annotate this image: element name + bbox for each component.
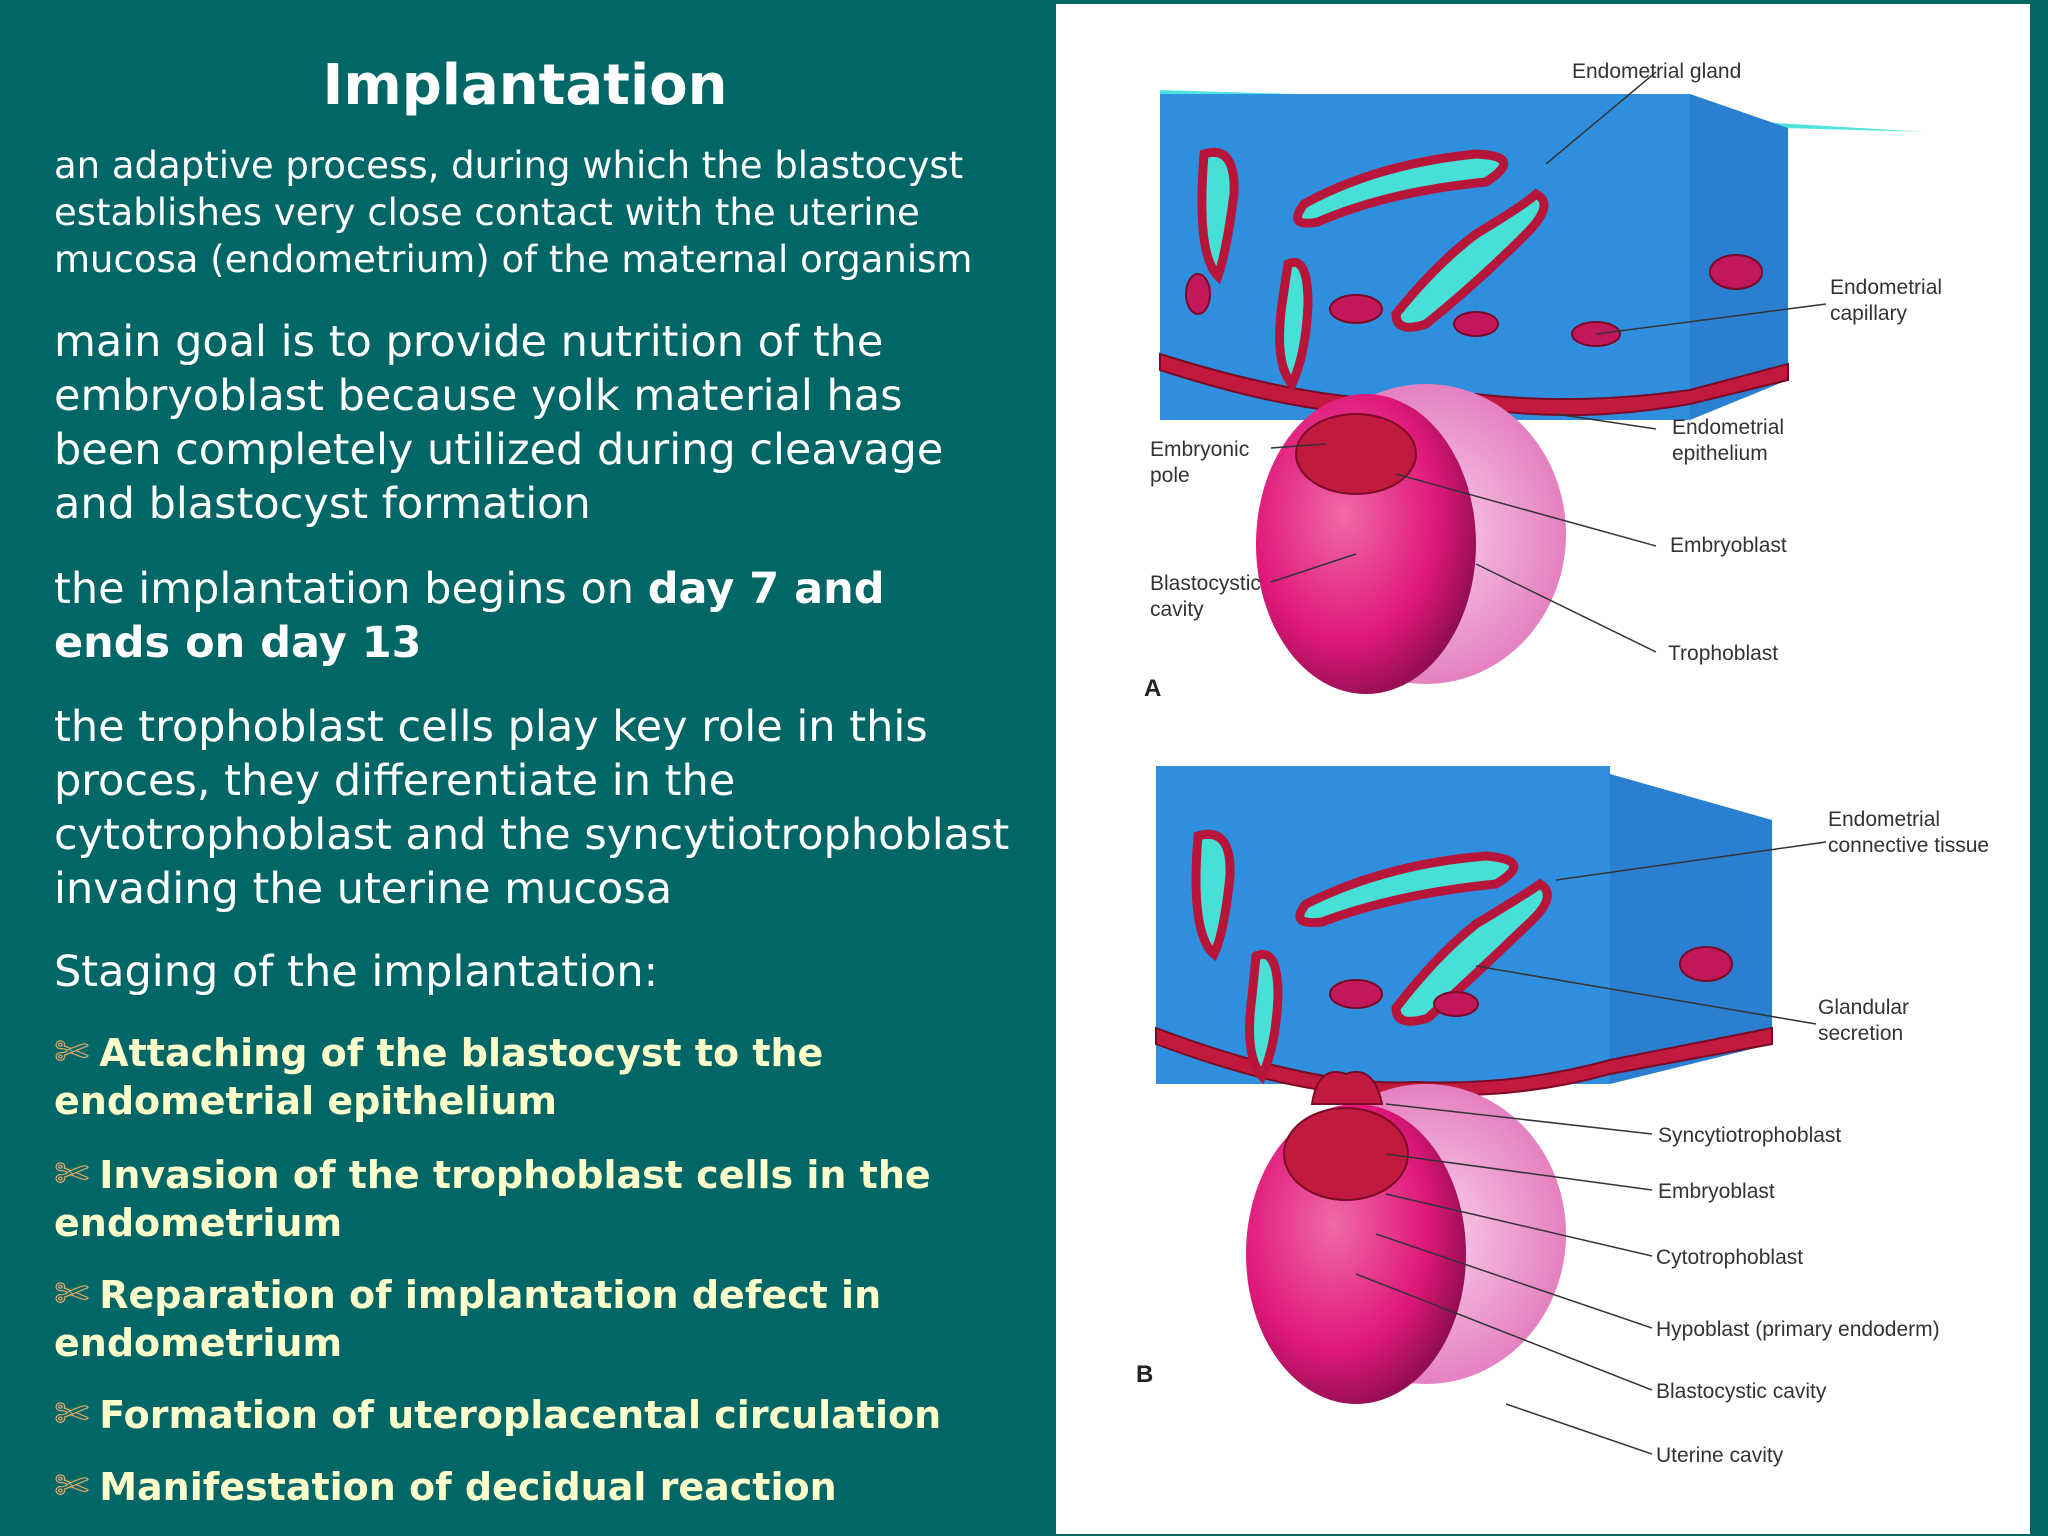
scissors-icon: ✄ [54, 1389, 90, 1438]
staging-bullet-4: ✄Formation of uteroplacental circulation [54, 1390, 1014, 1439]
label-endometrial-gland: Endometrial gland [1572, 60, 1741, 83]
endometrial-gland [1391, 188, 1549, 332]
panel-a: Endometrial gland Endometrial capillary … [1144, 60, 1942, 702]
leader-line [1505, 1403, 1653, 1455]
bullet-text: Attaching of the blastocyst to the endom… [54, 1031, 824, 1123]
staging-bullet-3: ✄Reparation of implantation defect in en… [54, 1270, 1014, 1367]
goal-paragraph: main goal is to provide nutrition of the… [54, 317, 944, 529]
endometrial-capillary [1679, 946, 1733, 982]
endometrial-capillary [1453, 311, 1499, 337]
scissors-icon: ✄ [54, 1149, 90, 1198]
bullet-text: Reparation of implantation defect in end… [54, 1273, 882, 1365]
implantation-diagram: Endometrial gland Endometrial capillary … [1136, 60, 1989, 1467]
definition-paragraph: an adaptive process, during which the bl… [54, 144, 973, 281]
label-endometrial-epithelium: Endometrial [1672, 416, 1784, 439]
leader-line [1385, 1193, 1653, 1257]
leader-line [1555, 413, 1657, 430]
leader-line [1270, 443, 1327, 449]
label-blastocystic-cavity: Blastocystic cavity [1656, 1380, 1827, 1403]
trophoblast-paragraph: the trophoblast cells play key role in t… [54, 702, 1010, 914]
endometrial-capillary [1709, 254, 1763, 290]
endometrial-gland [1295, 851, 1519, 928]
label-blastocystic-cavity: cavity [1150, 598, 1204, 621]
label-connective-tissue: Endometrial [1828, 808, 1940, 831]
bullet-text: Formation of uteroplacental circulation [99, 1393, 942, 1437]
panel-b-letter: B [1136, 1361, 1153, 1388]
endometrial-gland [1191, 830, 1235, 962]
panel-a-letter: A [1144, 675, 1161, 702]
label-endometrial-capillary: Endometrial [1830, 276, 1942, 299]
implantation-illustration: Endometrial gland Endometrial capillary … [1056, 4, 2030, 1534]
text-column: Implantation an adaptive process, during… [54, 53, 1014, 1511]
slide-title: Implantation [322, 53, 728, 118]
endometrial-capillary [1433, 991, 1479, 1017]
tissue-front-face [1156, 766, 1610, 1084]
label-embryoblast: Embryoblast [1670, 534, 1787, 557]
endometrial-gland [1245, 950, 1283, 1085]
leader-line [1385, 1103, 1653, 1135]
label-embryoblast: Embryoblast [1658, 1180, 1775, 1203]
leader-line [1270, 553, 1357, 583]
endometrial-capillary [1329, 294, 1383, 324]
label-glandular-secretion: Glandular [1818, 996, 1909, 1019]
leader-line [1395, 473, 1657, 547]
staging-heading: Staging of the implantation: [54, 947, 659, 997]
tissue-front-face [1160, 94, 1690, 420]
timing-paragraph: the implantation begins on day 7 and end… [54, 562, 1014, 670]
endometrial-capillary [1185, 273, 1211, 315]
leader-line [1555, 841, 1827, 881]
label-endometrial-capillary: capillary [1830, 302, 1908, 325]
timing-days: day 7 and ends on day 13 [54, 564, 885, 668]
panel-b: Endometrial connective tissue Glandular … [1136, 766, 1989, 1467]
endometrial-gland [1391, 878, 1552, 1026]
tissue-side-face [1610, 774, 1772, 1084]
leader-line [1375, 1233, 1653, 1329]
scissors-icon: ✄ [54, 1461, 90, 1510]
leader-line [1475, 563, 1657, 653]
scissors-icon: ✄ [54, 1027, 90, 1076]
staging-bullet-5: ✄Manifestation of decidual reaction [54, 1462, 1014, 1511]
leader-line [1385, 1153, 1653, 1191]
endometrial-gland [1293, 149, 1509, 228]
label-cytotrophoblast: Cytotrophoblast [1656, 1246, 1803, 1269]
scissors-icon: ✄ [54, 1269, 90, 1318]
embryoblast [1283, 1107, 1409, 1201]
label-embryonic-pole: Embryonic [1150, 438, 1249, 461]
staging-bullet-2: ✄Invasion of the trophoblast cells in th… [54, 1150, 1014, 1247]
staging-bullet-1: ✄Attaching of the blastocyst to the endo… [54, 1028, 1014, 1125]
timing-text: the implantation begins on [54, 564, 648, 614]
label-uterine-cavity: Uterine cavity [1656, 1444, 1784, 1467]
leader-line [1355, 1273, 1653, 1391]
leader-line [1545, 71, 1657, 165]
bullet-text: Invasion of the trophoblast cells in the… [54, 1153, 931, 1245]
leader-line [1475, 965, 1817, 1025]
embryoblast [1295, 413, 1417, 495]
endometrial-gland [1197, 148, 1239, 285]
label-glandular-secretion: secretion [1818, 1022, 1903, 1045]
label-hypoblast: Hypoblast (primary endoderm) [1656, 1318, 1940, 1341]
label-syncytiotrophoblast: Syncytiotrophoblast [1658, 1124, 1841, 1147]
label-trophoblast: Trophoblast [1668, 642, 1778, 665]
label-endometrial-epithelium: epithelium [1672, 442, 1768, 465]
syncytiotrophoblast [1310, 1071, 1384, 1105]
bullet-text: Manifestation of decidual reaction [99, 1465, 837, 1509]
leader-line [1595, 303, 1827, 335]
label-connective-tissue: connective tissue [1828, 834, 1989, 857]
endometrial-gland [1275, 257, 1313, 393]
label-embryonic-pole: pole [1150, 464, 1190, 487]
label-blastocystic-cavity: Blastocystic [1150, 572, 1261, 595]
endometrial-capillary [1329, 979, 1383, 1009]
